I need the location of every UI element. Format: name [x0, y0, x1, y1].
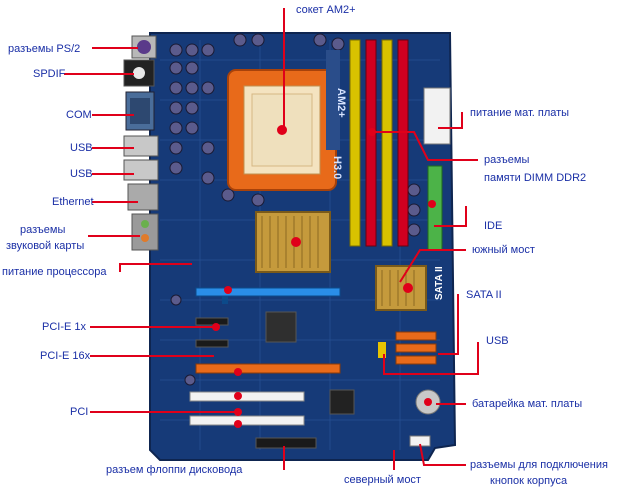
- label-pcie16x: PCI-E 16x: [40, 350, 91, 362]
- atx-power-connector: [423, 87, 451, 145]
- chipset-mark: H3.0: [331, 156, 343, 179]
- label-dimm-line2: памяти DIMM DDR2: [484, 172, 587, 184]
- label-front-line2: кнопок корпуса: [490, 475, 568, 487]
- label-spdif: SPDIF: [33, 68, 66, 80]
- label-socket: сокет AM2+: [296, 4, 356, 16]
- pci-slot-1: [189, 391, 305, 402]
- leader-dots: [212, 125, 436, 428]
- label-usb-mid: USB: [70, 168, 93, 180]
- label-usb-right: USB: [486, 335, 509, 347]
- pcie16x-slot-1: [195, 287, 341, 297]
- dimm-slots: [349, 39, 409, 247]
- rear-io: [123, 35, 159, 251]
- label-ide: IDE: [484, 220, 503, 232]
- label-dimm-line1: разъемы: [484, 154, 530, 166]
- label-northbridge: северный мост: [344, 474, 421, 486]
- leader-lines: [64, 8, 479, 470]
- floppy-connector: [255, 437, 317, 449]
- label-ps2: разъемы PS/2: [8, 43, 81, 55]
- capacitors: [169, 33, 421, 386]
- label-floppy: разъем флоппи дисковода: [106, 464, 243, 476]
- chip-small: [265, 311, 297, 343]
- label-usb-top: USB: [70, 142, 93, 154]
- label-com: COM: [66, 109, 92, 121]
- ide-connector: [427, 165, 443, 251]
- label-audio-line1: разъемы: [20, 224, 66, 236]
- label-battery: батарейка мат. платы: [472, 398, 583, 410]
- label-atx-power: питание мат. платы: [470, 107, 570, 119]
- pcie1x-slot-1: [195, 317, 229, 326]
- label-sata: SATA II: [466, 289, 502, 301]
- label-ethernet: Ethernet: [52, 196, 94, 208]
- label-cpu-power: питание процессора: [2, 266, 107, 278]
- label-audio-line2: звуковой карты: [6, 240, 85, 252]
- usb-header: [378, 342, 386, 358]
- sata-ports: [395, 331, 437, 365]
- pcie16x-slot-2: [195, 363, 341, 374]
- label-pcie1x: PCI-E 1x: [42, 321, 87, 333]
- chip-io: [329, 389, 355, 415]
- label-southbridge: южный мост: [472, 244, 535, 256]
- socket-marking-area: [326, 50, 340, 150]
- pcie1x-slot-2: [195, 339, 229, 348]
- label-front-line1: разъемы для подключения: [470, 459, 608, 471]
- label-pci: PCI: [70, 406, 89, 418]
- southbridge-heatsink: [375, 265, 427, 311]
- pcie16x-slot-1-latch: [222, 296, 228, 304]
- pci-slot-2: [189, 415, 305, 426]
- socket-mark: AM2+: [335, 88, 347, 118]
- sata-mark: SATA II: [434, 266, 445, 300]
